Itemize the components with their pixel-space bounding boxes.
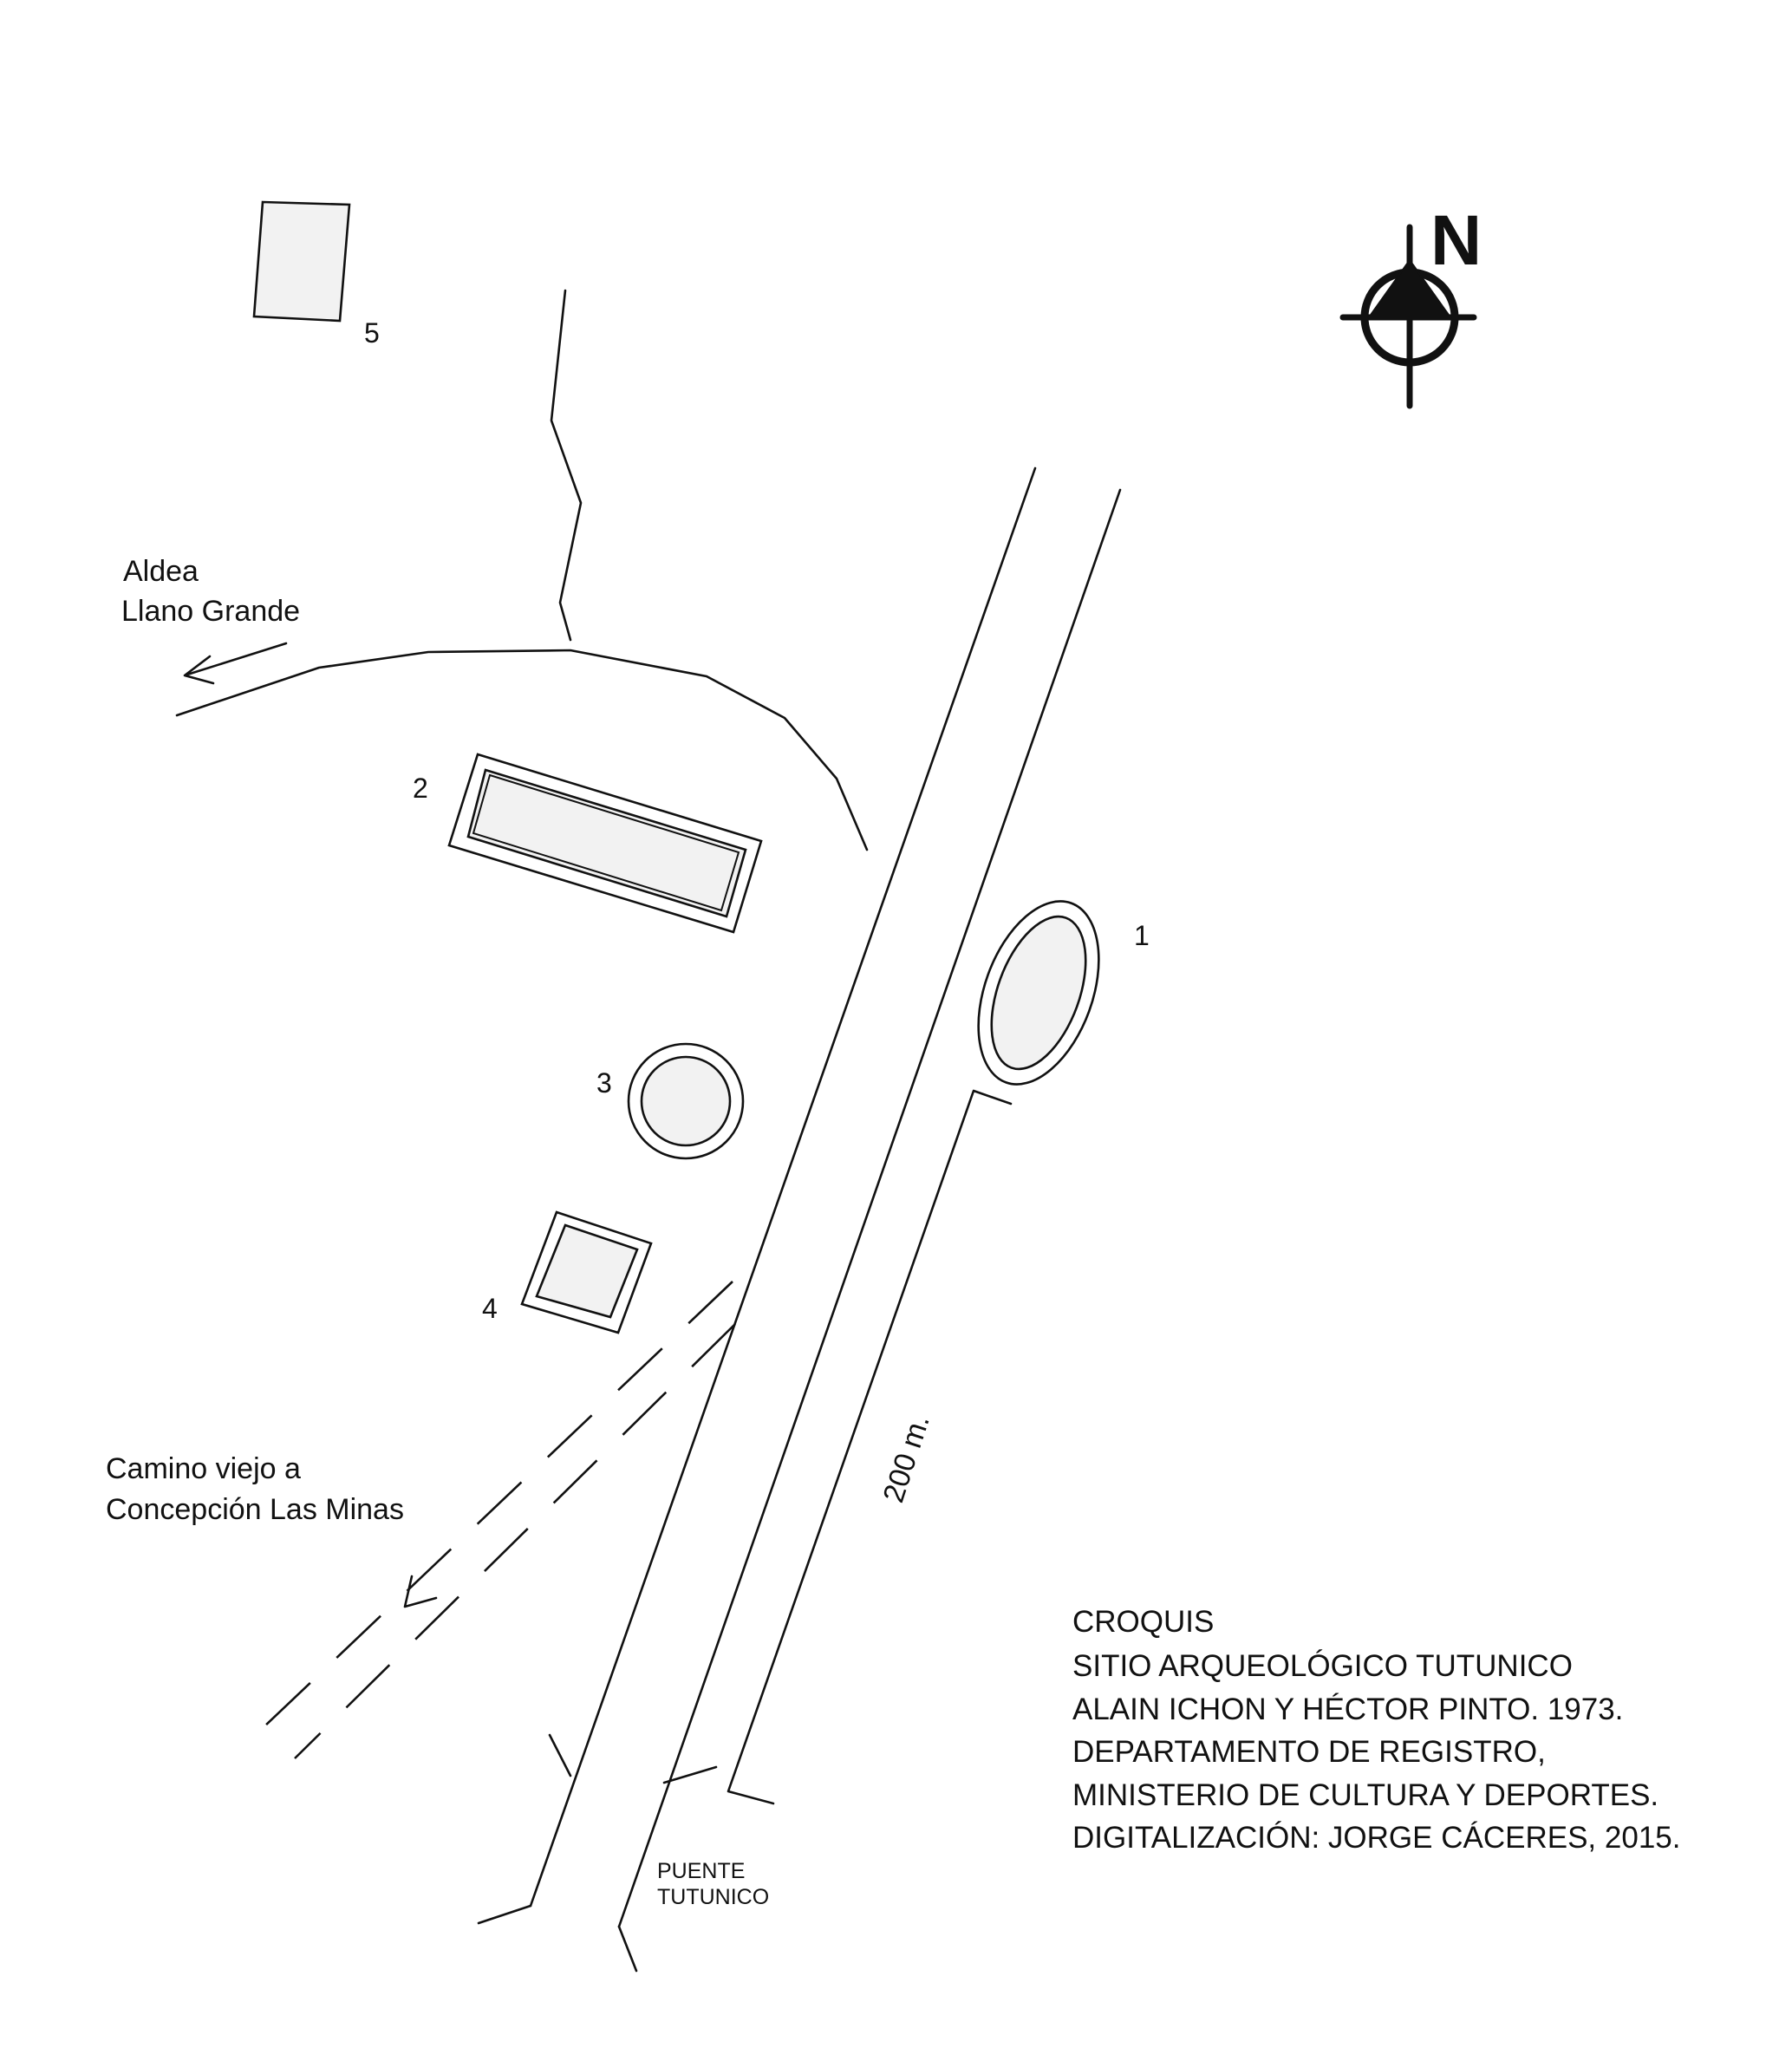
caption-line-2: SITIO ARQUEOLÓGICO TUTUNICO — [1072, 1649, 1573, 1683]
distance-measure: 200 m. — [727, 1089, 1013, 1805]
north-arrow-compass-icon: N — [1339, 201, 1482, 409]
road-left-edge — [529, 466, 1037, 1908]
structure-3-number: 3 — [596, 1067, 612, 1099]
structure-4: 4 — [482, 1210, 653, 1334]
structure-3: 3 — [596, 1042, 745, 1160]
north-label: N — [1430, 201, 1482, 280]
aldea-arrow-shaft — [186, 642, 288, 676]
road-end-right — [617, 1925, 638, 1973]
puente-label-line1: PUENTE — [657, 1859, 745, 1883]
camino-label-line1: Camino viejo a — [106, 1452, 301, 1485]
road-end-left-tick — [477, 1904, 532, 1925]
structure-5-shape — [252, 200, 351, 323]
structure-1-inner — [990, 915, 1087, 1071]
puente-mark-right — [662, 1765, 718, 1784]
old-road-dash-right — [294, 1323, 736, 1759]
structure-1: 1 — [977, 900, 1150, 1086]
structure-3-inner — [640, 1055, 732, 1147]
distance-line — [727, 1089, 1013, 1805]
caption-line-6: DIGITALIZACIÓN: JORGE CÁCERES, 2015. — [1072, 1821, 1680, 1855]
puente-label-line2: TUTUNICO — [657, 1885, 769, 1909]
structure-2: 2 — [413, 753, 763, 934]
aldea-path-line — [175, 649, 869, 851]
road-right-edge — [617, 488, 1122, 1928]
structure-4-inner — [535, 1223, 639, 1319]
old-road-to-concepcion: Camino viejo a Concepción Las Minas — [106, 1281, 736, 1759]
structure-1-number: 1 — [1134, 920, 1150, 951]
structure-2-inner — [466, 768, 747, 918]
structure-5-number: 5 — [364, 317, 380, 349]
aldea-label-line2: Llano Grande — [121, 595, 300, 628]
puente-mark-left — [548, 1733, 572, 1777]
distance-label: 200 m. — [876, 1411, 935, 1507]
caption-line-4: DEPARTAMENTO DE REGISTRO, — [1072, 1735, 1546, 1769]
arrow-icon — [403, 1575, 438, 1608]
camino-label-line2: Concepción Las Minas — [106, 1493, 404, 1526]
caption-block: CROQUIS SITIO ARQUEOLÓGICO TUTUNICO ALAI… — [1072, 1605, 1680, 1855]
structure-2-number: 2 — [413, 773, 428, 804]
arrow-icon — [183, 655, 215, 685]
caption-line-1: CROQUIS — [1072, 1605, 1214, 1639]
structure-4-number: 4 — [482, 1293, 498, 1324]
caption-line-5: MINISTERIO DE CULTURA Y DEPORTES. — [1072, 1778, 1658, 1812]
main-road — [477, 466, 1122, 1973]
stream-line — [550, 289, 583, 642]
structure-2-inner-edge — [472, 773, 740, 912]
old-road-dash-left — [262, 1281, 733, 1729]
structure-5: 5 — [252, 200, 380, 349]
path-to-aldea: Aldea Llano Grande — [121, 555, 869, 851]
caption-line-3: ALAIN ICHON Y HÉCTOR PINTO. 1973. — [1072, 1693, 1623, 1726]
north-arrow-pointer — [1367, 258, 1452, 318]
aldea-label-line1: Aldea — [123, 555, 199, 588]
